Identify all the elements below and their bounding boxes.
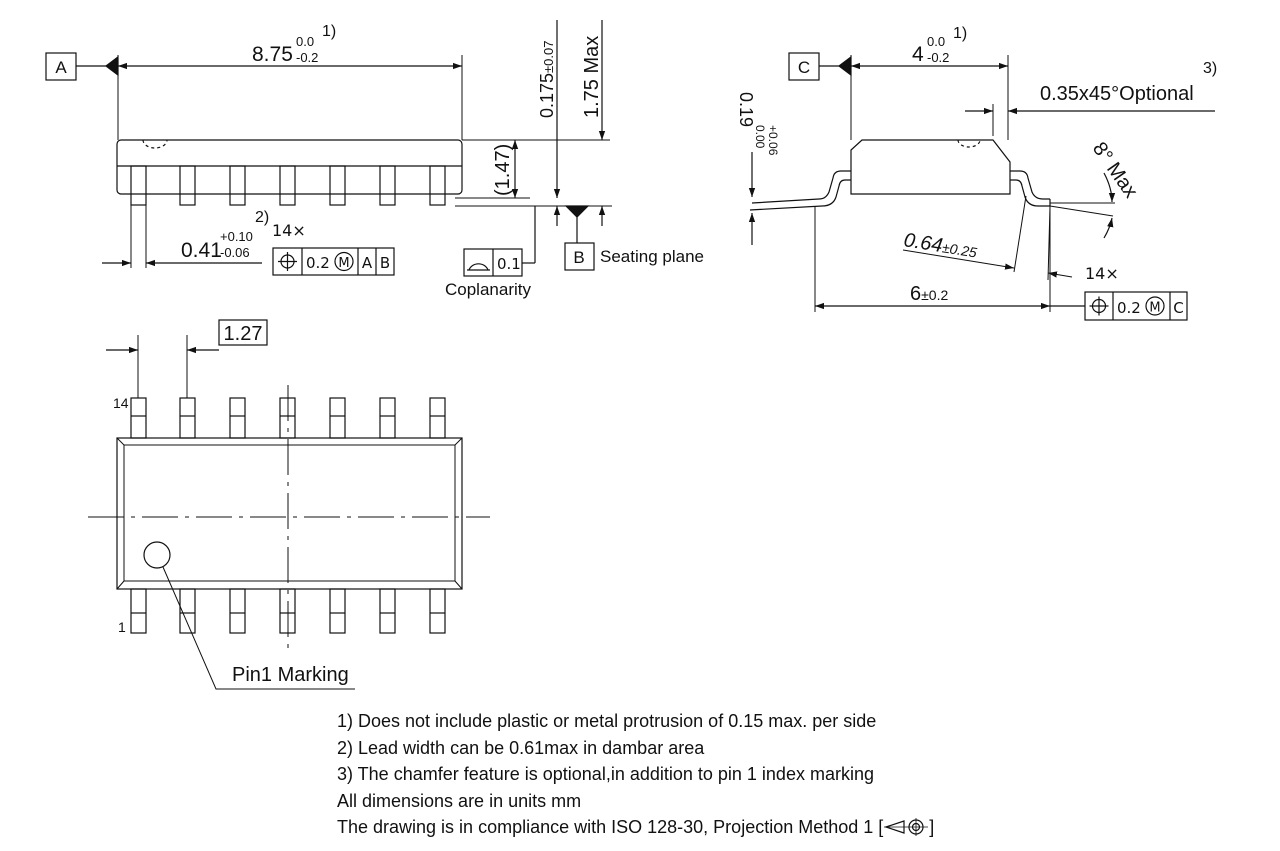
pin1-marking-label: Pin1 Marking xyxy=(232,664,349,686)
body-height-label: (1.47) xyxy=(492,144,514,196)
pitch-label: 1.27 xyxy=(224,323,263,345)
chamfer-note-ref: 3) xyxy=(1203,60,1217,77)
note-3: 3) The chamfer feature is optional,in ad… xyxy=(337,764,874,784)
lead-width-lower-tol: -0.06 xyxy=(220,245,250,260)
drawing-notes: 1) Does not include plastic or metal pro… xyxy=(337,708,1097,841)
top-view: 1.27 xyxy=(88,319,490,690)
max-height-label: 1.75 Max xyxy=(581,36,603,118)
pin-1-label: 1 xyxy=(118,619,126,635)
coplanarity-frame: 0.1 xyxy=(463,248,523,277)
lead-width-upper-tol: +0.10 xyxy=(220,229,253,244)
mmc-modifier-icon xyxy=(334,251,354,272)
side-position-symbol-icon xyxy=(1089,296,1109,316)
side-fcf-modifier: M xyxy=(1149,301,1160,316)
profile-surface-icon xyxy=(467,263,490,271)
width-lower-tol: -0.2 xyxy=(927,50,949,65)
datum-a-label: A xyxy=(55,58,67,77)
right-gull-wing-lead xyxy=(1010,170,1050,207)
width-nominal: 4 xyxy=(912,43,924,66)
foot-length-label: 0.64±0.25 xyxy=(902,229,979,262)
width-upper-tol: 0.0 xyxy=(927,34,945,49)
seating-plane-triangle xyxy=(564,205,590,218)
side-fcf-tolerance-value: 0.2 xyxy=(1117,299,1141,317)
lead-thickness-label: 0.19 xyxy=(736,92,756,127)
position-tolerance-frame: 0.2 M A B xyxy=(272,247,395,276)
front-body xyxy=(116,139,463,195)
side-position-tolerance-frame: 0.2 M C xyxy=(1084,291,1188,321)
side-lead-count-label: 14× xyxy=(1085,264,1119,283)
note-projection-text: The drawing is in compliance with ISO 12… xyxy=(337,817,884,837)
note-2: 2) Lead width can be 0.61max in dambar a… xyxy=(337,737,705,758)
projection-method-icon xyxy=(884,818,929,836)
datum-c-triangle xyxy=(838,55,852,77)
lead-count-label: 14× xyxy=(272,221,306,240)
fcf-datum-2: B xyxy=(380,254,390,272)
note-1: 1) Does not include plastic or metal pro… xyxy=(337,711,877,731)
position-symbol-icon xyxy=(278,252,297,271)
side-body xyxy=(850,139,1011,195)
fcf-tolerance-value: 0.2 xyxy=(306,254,330,272)
coplanarity-label: Coplanarity xyxy=(445,280,531,299)
length-note-ref: 1) xyxy=(322,23,336,40)
note-units: All dimensions are in units mm xyxy=(337,790,582,811)
pin1-marking-dot xyxy=(143,541,171,569)
datum-c-label: C xyxy=(798,58,810,77)
note-projection: The drawing is in compliance with ISO 12… xyxy=(337,814,1097,841)
side-fcf-datum: C xyxy=(1173,299,1183,317)
width-note-ref: 1) xyxy=(953,25,967,42)
length-lower-tol: -0.2 xyxy=(296,50,318,65)
lead-thickness-upper-tol: +0.06 xyxy=(766,125,780,156)
standoff-label: 0.175±0.07 xyxy=(537,41,557,118)
fcf-modifier: M xyxy=(338,256,349,271)
lead-thickness-lower-tol: 0.00 xyxy=(753,125,767,149)
overall-width-label: 6±0.2 xyxy=(910,283,948,305)
length-nominal: 8.75 xyxy=(252,43,293,66)
datum-a-triangle xyxy=(105,55,119,77)
seating-plane-label: Seating plane xyxy=(600,247,704,266)
coplanarity-value: 0.1 xyxy=(497,255,521,273)
pin-14-label: 14 xyxy=(113,395,129,411)
side-view: C 4 0.0 -0.2 1) 0.35x45°Optional 3) xyxy=(736,25,1217,321)
note-projection-suffix: ] xyxy=(929,817,935,837)
front-view: A 8.75 0.0 -0.2 1) xyxy=(45,20,704,299)
lead-width-nominal: 0.41 xyxy=(181,239,222,262)
front-leads xyxy=(130,165,446,206)
datum-b-box xyxy=(564,242,595,271)
angle-label: 8° Max xyxy=(1088,138,1142,202)
top-body xyxy=(116,437,463,590)
left-gull-wing-lead xyxy=(749,170,851,211)
fcf-datum-1: A xyxy=(362,254,373,272)
length-upper-tol: 0.0 xyxy=(296,34,314,49)
chamfer-label: 0.35x45°Optional xyxy=(1040,83,1194,105)
pitch-box xyxy=(218,319,268,346)
lead-width-note-ref: 2) xyxy=(255,209,269,226)
side-mmc-modifier-icon xyxy=(1145,296,1165,316)
datum-b-label: B xyxy=(573,248,584,267)
